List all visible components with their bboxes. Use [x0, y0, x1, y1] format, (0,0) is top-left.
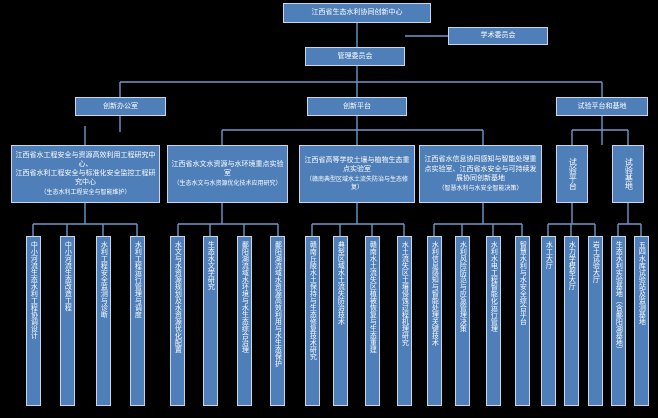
leaf-node: 岩土试验大厅 [588, 236, 603, 406]
leaf-label: 典型区域水土流失防治技术 [337, 241, 346, 325]
leaf-node: 水利工程运行管理与调度 [130, 236, 145, 406]
leaf-node: 水工大厅 [541, 236, 556, 406]
level2-note: （智慧水利与水安全智能决策） [438, 184, 523, 192]
level2-node-soil-lab: 江西省高等学校土壤与植物生态重点实验室 （赣南典型区域水土流失防治与生态修复） [299, 145, 415, 203]
leaf-label: 中小河流生态水利工程协调设计 [30, 241, 39, 339]
leaf-label: 水力学模型大厅 [568, 241, 577, 290]
leaf-node: 水利信息感知与智能处理关键技术 [427, 236, 442, 406]
level2-title: 江西省水信息协同感知与智能处理重点实验室、江西省水安全与可持续发展协同创新基地 [424, 155, 537, 182]
leaf-node: 生态水文学研究 [203, 236, 218, 406]
level2-node-water-info-lab: 江西省水信息协同感知与智能处理重点实验室、江西省水安全与可持续发展协同创新基地 … [419, 145, 542, 203]
leaf-node: 五四水库试验站及监测基地 [634, 236, 649, 406]
level2-node-test-base: 试验基地 [612, 145, 644, 203]
level2-title: 试验基地 [624, 158, 634, 190]
leaf-node: 水利风险防范与应急管理决策 [455, 236, 470, 406]
level2-node-hydrology-lab: 江西省水文水资源与水环境重点实验室 （生态水文与水资源优化技术应用研究） [167, 145, 288, 203]
leaf-label: 水利水电工程智能化运行管理 [490, 241, 499, 332]
level2-title: 江西省水工程安全与资源高效利用工程研究中心、 江西省水利工程安全与标准化安全监控… [15, 150, 156, 187]
leaf-label: 水利工程运行管理与调度 [134, 241, 143, 318]
level2-note: （赣南典型区域水土流失防治与生态修复） [305, 176, 408, 192]
leaf-node: 水土流失区土壤侵蚀过程机理研究 [397, 236, 412, 406]
leaf-label: 鄱阳湖流域水资源高效利用与水生态保护 [274, 241, 283, 367]
level2-node-engineering-center: 江西省水工程安全与资源高效利用工程研究中心、 江西省水利工程安全与标准化安全监控… [11, 145, 160, 203]
level2-note: （生态水利工程安全与智能维护） [40, 189, 131, 197]
leaf-node: 中小河流生态水利工程协调设计 [26, 236, 41, 406]
leaf-node: 鄱阳湖流域水环境与水生态综合治理 [237, 236, 252, 406]
level1-node-office: 创新办公室 [75, 97, 166, 116]
leaf-label: 水土流失区土壤侵蚀过程机理研究 [401, 241, 410, 346]
level2-node-test-platform: 试验平台 [556, 145, 588, 203]
leaf-label: 水工大厅 [545, 241, 554, 269]
leaf-node: 水力学模型大厅 [564, 236, 579, 406]
leaf-label: 生态水文学研究 [207, 241, 216, 290]
leaf-label: 岩土试验大厅 [592, 241, 601, 283]
leaf-label: 生态水利实验基地（含鄱阳湖基地） [615, 241, 624, 353]
leaf-node: 生态水利实验基地（含鄱阳湖基地） [611, 236, 626, 406]
leaf-label: 水文与水资源规划及水资源优化配置 [174, 241, 183, 353]
root-node: 江西省生态水利协同创新中心 [283, 3, 431, 23]
leaf-label: 鄱阳湖流域水环境与水生态综合治理 [241, 241, 250, 353]
leaf-label: 中小河流生态改造工程 [64, 241, 73, 311]
level1-node-platform: 创新平台 [307, 97, 407, 116]
level2-title: 江西省高等学校土壤与植物生态重点实验室 [304, 156, 410, 174]
leaf-label: 赣南水土流失区植被恢复与生态重建 [369, 241, 378, 353]
leaf-node: 水利水电工程智能化运行管理 [486, 236, 501, 406]
leaf-node: 赣南丘陵水土保持与生态修复技术研究 [305, 236, 320, 406]
leaf-label: 赣南丘陵水土保持与生态修复技术研究 [309, 241, 318, 360]
level1-node-test-base: 试验平台和基地 [556, 97, 648, 116]
management-committee-node: 管理委员会 [305, 47, 405, 66]
leaf-label: 五四水库试验站及监测基地 [638, 241, 647, 325]
level2-note: （生态水文与水资源优化技术应用研究） [173, 180, 282, 188]
leaf-node: 典型区域水土流失防治技术 [333, 236, 348, 406]
leaf-node: 中小河流生态改造工程 [60, 236, 75, 406]
leaf-node: 智慧水利与水安全综合平台 [515, 236, 530, 406]
academic-committee-node: 学术委员会 [448, 27, 548, 45]
leaf-node: 鄱阳湖流域水资源高效利用与水生态保护 [270, 236, 285, 406]
leaf-label: 水利工程安全监测与诊断 [100, 241, 109, 318]
leaf-label: 智慧水利与水安全综合平台 [519, 241, 528, 325]
leaf-label: 水利信息感知与智能处理关键技术 [431, 241, 440, 346]
leaf-label: 水利风险防范与应急管理决策 [459, 241, 468, 332]
level2-title: 江西省水文水资源与水环境重点实验室 [171, 160, 284, 178]
leaf-node: 水文与水资源规划及水资源优化配置 [170, 236, 185, 406]
leaf-node: 赣南水土流失区植被恢复与生态重建 [365, 236, 380, 406]
level2-title: 试验平台 [568, 158, 578, 190]
leaf-node: 水利工程安全监测与诊断 [96, 236, 111, 406]
